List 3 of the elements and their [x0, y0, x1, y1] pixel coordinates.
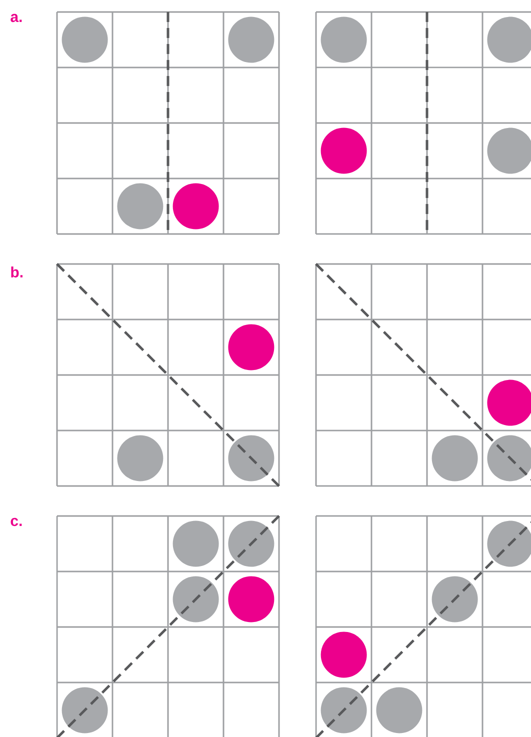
panel-label: b.	[11, 266, 22, 278]
panel-label: c.	[10, 518, 22, 526]
panel-label: a.	[10, 14, 22, 22]
